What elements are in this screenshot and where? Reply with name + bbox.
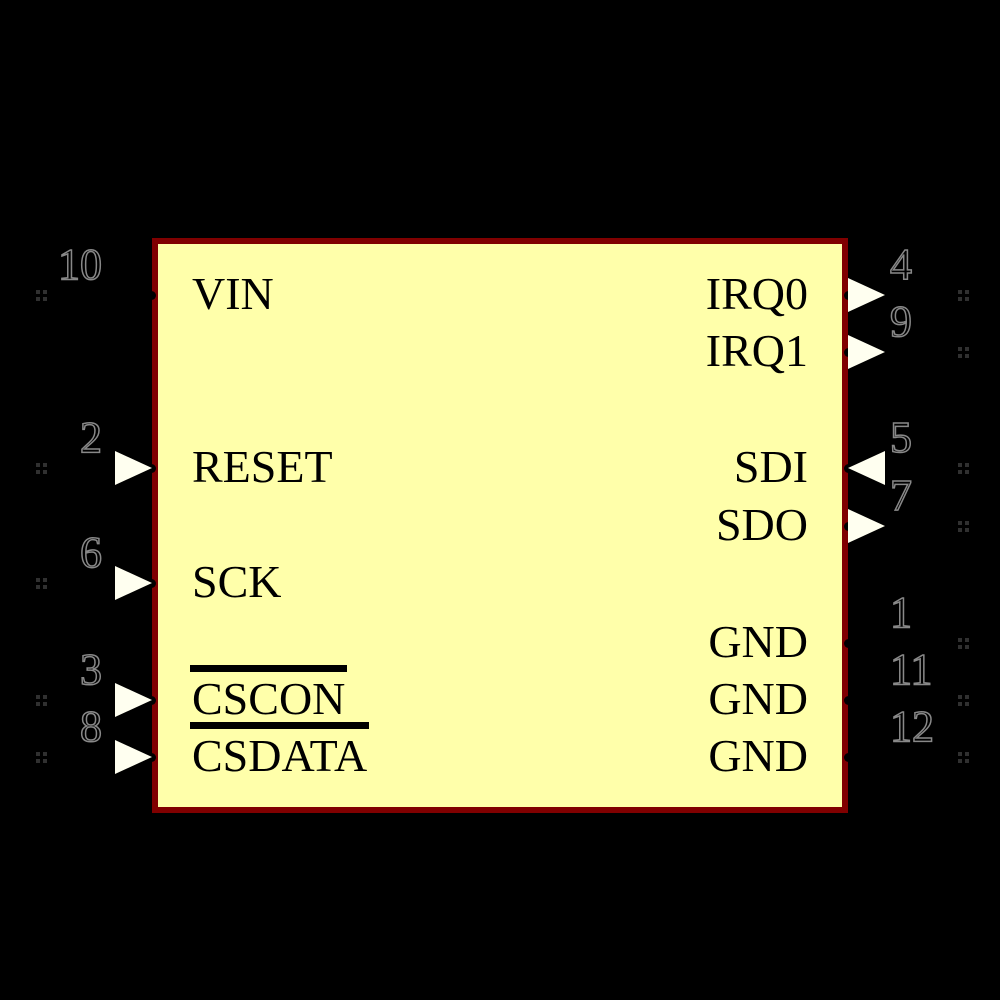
signal-label-gnd: GND bbox=[708, 673, 808, 724]
pin-direction-arrow-left-icon bbox=[848, 451, 885, 485]
pin-connection-dot[interactable] bbox=[147, 291, 156, 300]
pin-number: 9 bbox=[889, 297, 913, 346]
pin-direction-arrow-right-icon bbox=[848, 278, 885, 312]
pin-anchor-marker bbox=[958, 695, 969, 706]
signal-label-irq0: IRQ0 bbox=[705, 268, 808, 319]
pin-anchor-marker bbox=[36, 578, 47, 589]
pin-anchor-marker bbox=[958, 521, 969, 532]
signal-label-sck: SCK bbox=[192, 556, 282, 607]
component-body[interactable] bbox=[152, 238, 848, 813]
pin-number: 12 bbox=[889, 702, 935, 751]
signal-label-vin: VIN bbox=[192, 268, 274, 319]
pin-direction-arrow-right-icon bbox=[848, 335, 885, 369]
signal-label-sdo: SDO bbox=[715, 499, 808, 550]
pin-connection-dot[interactable] bbox=[844, 753, 853, 762]
pin-anchor-marker bbox=[958, 638, 969, 649]
pin-number: 8 bbox=[79, 702, 103, 751]
pin-direction-arrow-right-icon bbox=[115, 740, 152, 774]
pin-direction-arrow-right-icon bbox=[115, 451, 152, 485]
signal-label-reset: RESET bbox=[192, 441, 333, 492]
pin-anchor-marker bbox=[36, 290, 47, 301]
pin-number: 4 bbox=[889, 240, 913, 289]
pin-anchor-marker bbox=[958, 290, 969, 301]
pin-number: 3 bbox=[79, 645, 103, 694]
pin-number: 7 bbox=[889, 471, 913, 520]
pin-number: 2 bbox=[79, 413, 103, 462]
pin-direction-arrow-right-icon bbox=[115, 566, 152, 600]
signal-label-irq1: IRQ1 bbox=[705, 325, 808, 376]
pin-anchor-marker bbox=[36, 752, 47, 763]
pin-number: 1 bbox=[889, 588, 913, 637]
pin-direction-arrow-right-icon bbox=[115, 683, 152, 717]
pin-number: 10 bbox=[57, 240, 103, 289]
pin-number: 11 bbox=[889, 645, 933, 694]
pin-anchor-marker bbox=[958, 463, 969, 474]
signal-label-csdata: CSDATA bbox=[189, 722, 370, 781]
signal-label-sdi: SDI bbox=[733, 441, 808, 492]
pin-direction-arrow-right-icon bbox=[848, 509, 885, 543]
active-low-overline: CSDATA bbox=[189, 722, 370, 781]
pin-anchor-marker bbox=[958, 347, 969, 358]
pin-anchor-marker bbox=[958, 752, 969, 763]
pin-anchor-marker bbox=[36, 463, 47, 474]
pin-number: 6 bbox=[79, 528, 103, 577]
active-low-overline: CSCON bbox=[189, 665, 348, 724]
pin-connection-dot[interactable] bbox=[844, 639, 853, 648]
signal-label-gnd: GND bbox=[708, 730, 808, 781]
pin-anchor-marker bbox=[36, 695, 47, 706]
signal-label-cscon: CSCON bbox=[189, 665, 348, 724]
pin-connection-dot[interactable] bbox=[844, 696, 853, 705]
pin-number: 5 bbox=[889, 413, 913, 462]
signal-label-gnd: GND bbox=[708, 616, 808, 667]
